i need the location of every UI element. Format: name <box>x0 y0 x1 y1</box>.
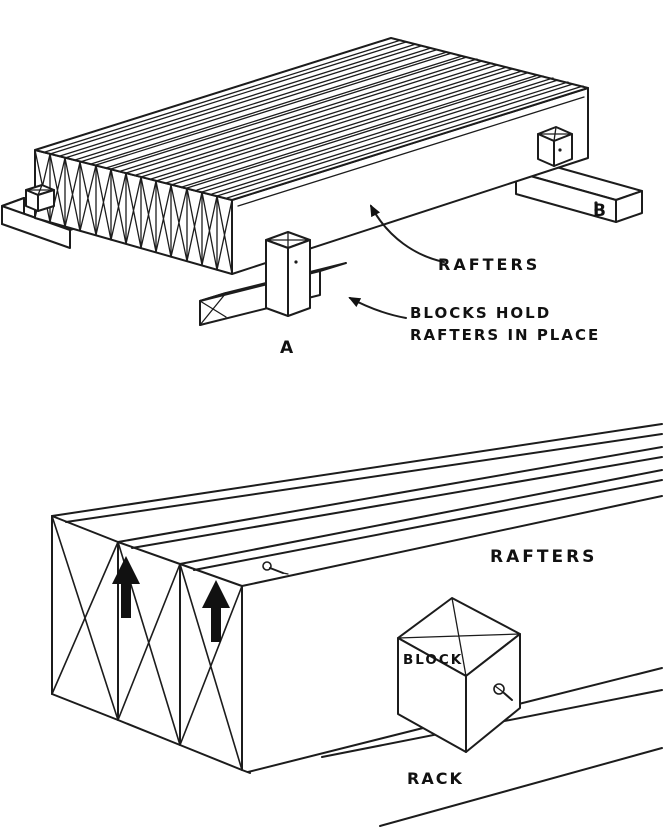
screw-icon <box>493 683 513 701</box>
beam-b-front-face <box>515 171 617 223</box>
corner-block-left <box>25 184 55 212</box>
panel-x-bracing <box>51 515 243 771</box>
foreground-ground-line <box>379 747 663 827</box>
rack-block-right-face <box>465 633 521 753</box>
block-a-left-face <box>265 239 289 317</box>
rafters-leader-arrow <box>370 204 445 263</box>
corner-block-a <box>265 231 311 317</box>
beam-b-nail-dot <box>594 208 598 212</box>
block-label: BLOCK <box>403 652 463 668</box>
corner-block-b <box>537 126 573 167</box>
panel-bottom-edges <box>51 693 251 774</box>
front-face-chamfer-line <box>237 96 585 207</box>
block-left-right-face <box>37 189 55 212</box>
rafter-length-lines <box>51 423 663 587</box>
block-b-nail-dot <box>558 148 562 152</box>
up-arrow-icon <box>202 580 230 642</box>
up-arrow-icon <box>112 556 140 618</box>
rafter-end-panels <box>51 515 251 774</box>
marker-b-label: B <box>593 201 606 221</box>
top-rafters-label: RAFTERS <box>438 255 540 274</box>
block-b-right-face <box>553 133 573 167</box>
rafter-stack <box>34 37 589 275</box>
rack-block-top-x <box>397 597 521 677</box>
panel-vertical-edges <box>51 515 243 771</box>
panel-top-edges <box>51 515 243 587</box>
blocks-note-line2: RAFTERS IN PLACE <box>410 326 600 344</box>
rack-block <box>397 597 521 753</box>
block-a-nail-dot <box>294 260 298 264</box>
block-a-right-face <box>287 239 311 317</box>
blocks-leader-arrow <box>348 297 407 319</box>
beam-a-end-grain <box>199 292 227 326</box>
rafter-top-lines <box>44 39 584 199</box>
screw-on-top-icon <box>262 561 289 575</box>
marker-a-label: A <box>280 338 294 358</box>
bottom-diagram: RAFTERS BLOCK RACK <box>51 423 663 827</box>
bottom-rafters-label: RAFTERS <box>490 547 597 567</box>
blocks-note-line1: BLOCKS HOLD <box>410 304 551 322</box>
beam-b-nail-dot <box>594 201 598 205</box>
top-diagram: RAFTERS BLOCKS HOLD RAFTERS IN PLACE A B <box>1 37 643 358</box>
rack-label: RACK <box>407 769 464 788</box>
block-left-top-x <box>25 184 55 196</box>
block-a-top-x <box>265 231 311 249</box>
block-b-top-x <box>537 126 573 142</box>
